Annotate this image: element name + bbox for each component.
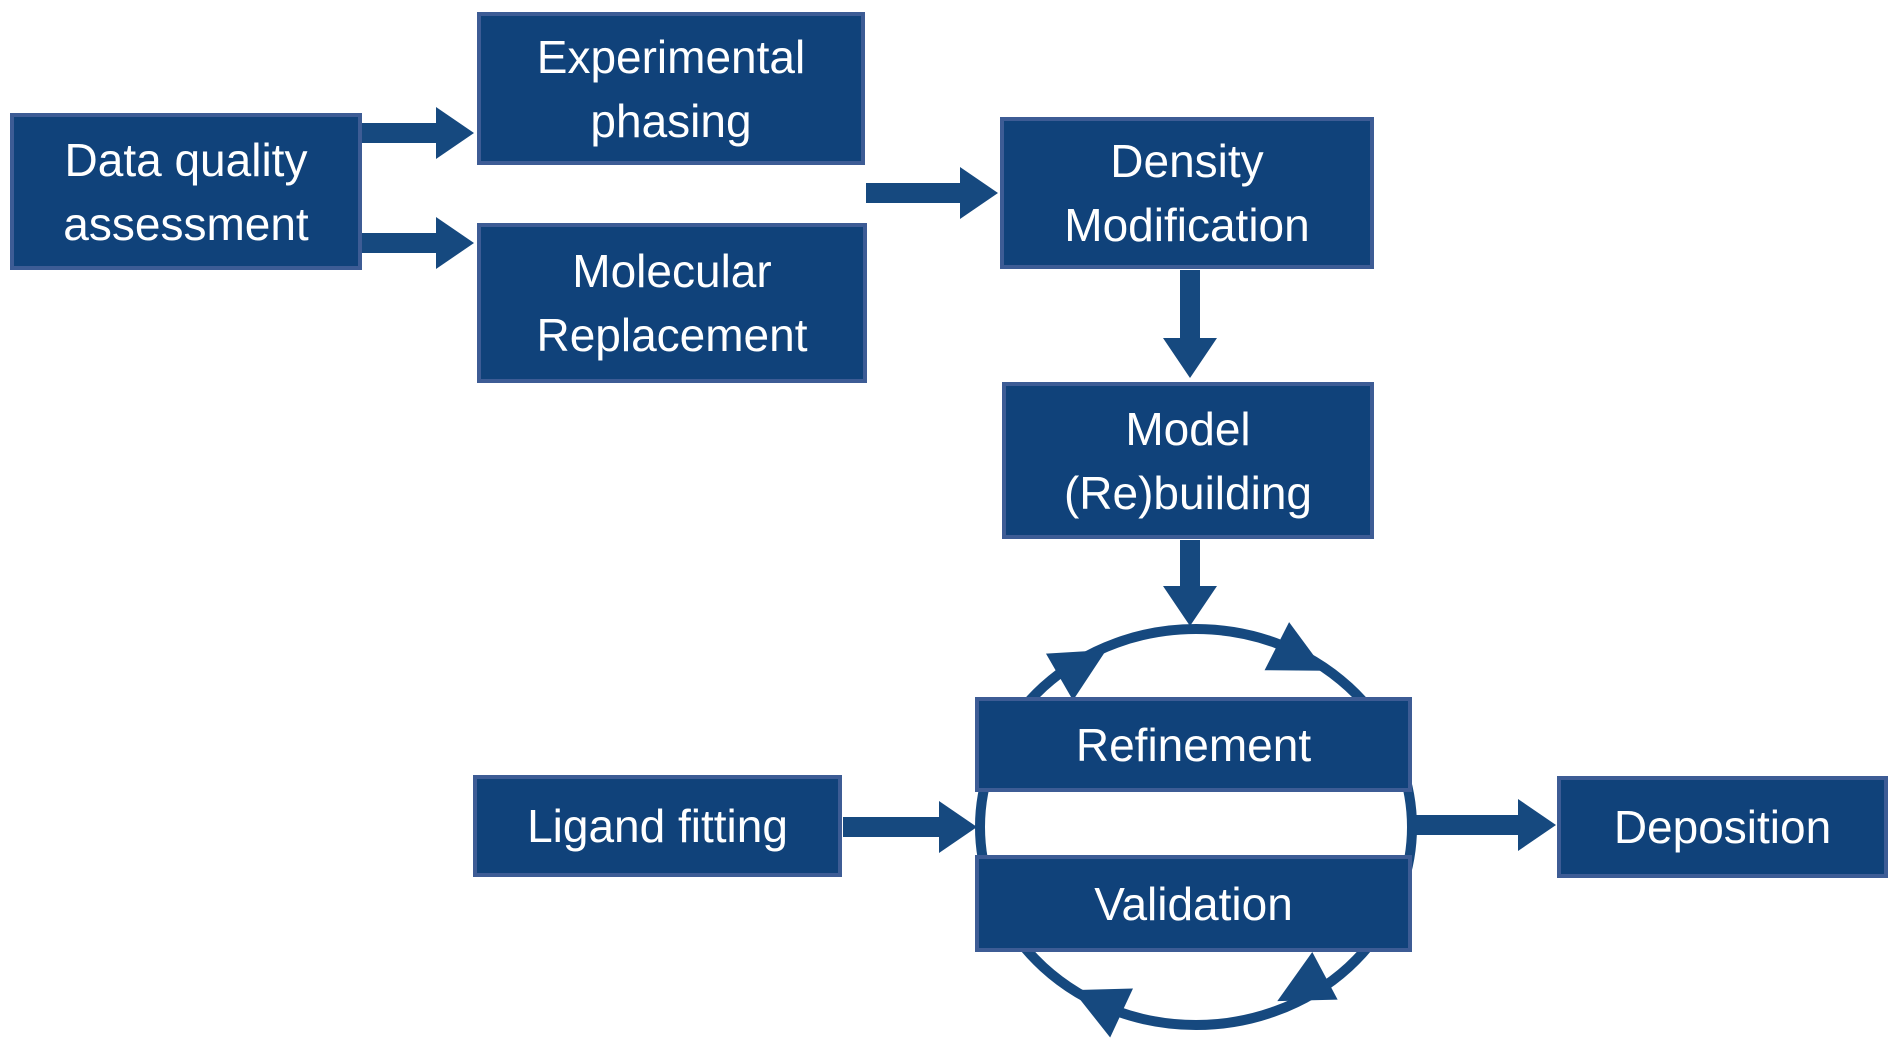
refinement-validation-cycle: [975, 622, 1417, 1038]
node-density-modification: Density Modification: [1000, 117, 1374, 269]
cycle-arrowhead-top-right-icon: [1264, 622, 1325, 671]
node-refinement: Refinement: [975, 697, 1412, 792]
cycle-ring: [975, 624, 1417, 1030]
node-data-quality-assessment: Data quality assessment: [10, 113, 362, 270]
cycle-arrowhead-bottom-left-icon: [1072, 988, 1133, 1038]
node-deposition: Deposition: [1557, 776, 1888, 878]
arrow-dataquality-to-molecular: [362, 217, 474, 269]
arrow-phasing-to-densitymod: [866, 167, 998, 219]
node-model-rebuilding: Model (Re)building: [1002, 382, 1374, 539]
arrow-densitymod-to-rebuilding: [1163, 270, 1217, 378]
node-ligand-fitting: Ligand fitting: [473, 775, 842, 877]
node-experimental-phasing: Experimental phasing: [477, 12, 865, 165]
arrow-rebuilding-to-cycle: [1163, 540, 1217, 626]
node-molecular-replacement: Molecular Replacement: [477, 223, 867, 383]
cycle-arrowhead-top-left-icon: [1045, 650, 1107, 701]
arrow-ligand-to-cycle: [843, 801, 977, 853]
node-validation: Validation: [975, 855, 1412, 952]
cycle-arrowhead-bottom-right-icon: [1277, 951, 1338, 1002]
arrow-cycle-to-deposition: [1414, 799, 1556, 851]
arrow-dataquality-to-experimental: [362, 107, 474, 159]
